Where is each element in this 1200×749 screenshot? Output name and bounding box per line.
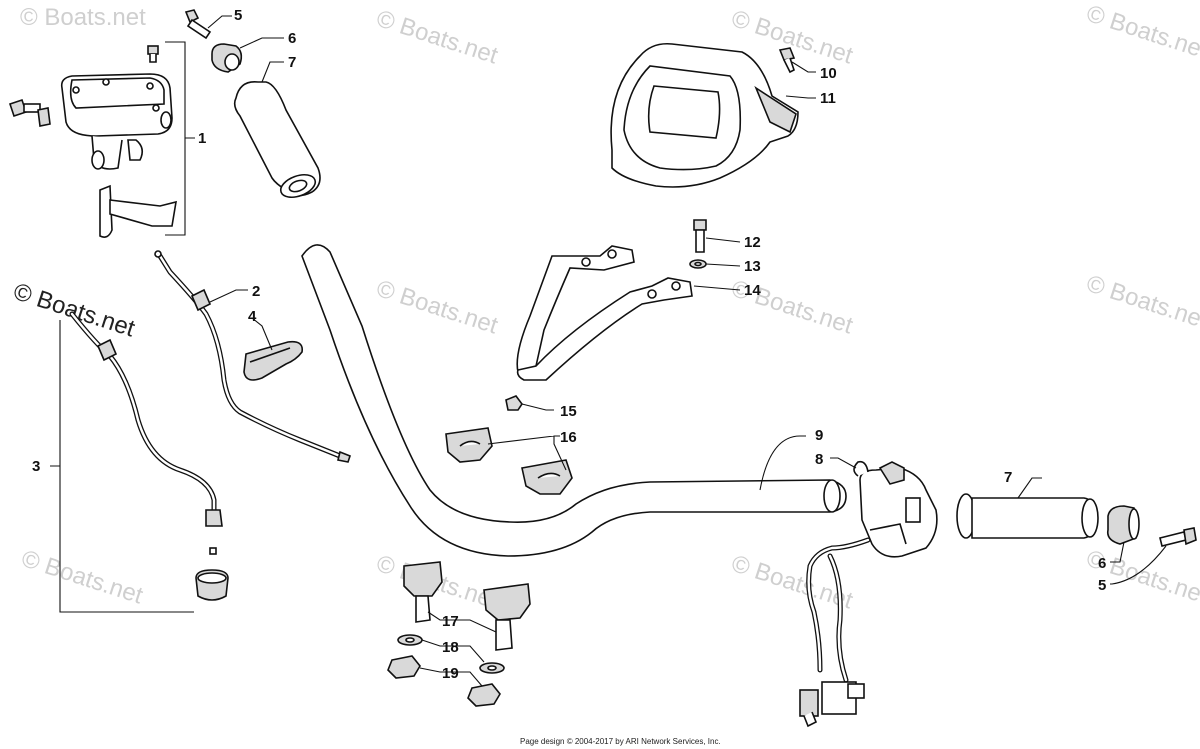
grip-screw-part [184, 9, 212, 40]
leader-4 [251, 317, 273, 351]
upper-clamp-part [445, 427, 573, 495]
callout-14: 14 [744, 282, 761, 299]
callout-15: 15 [560, 403, 577, 420]
leader-6a [239, 37, 284, 49]
callout-10: 10 [820, 65, 837, 82]
callout-2: 2 [252, 283, 260, 300]
cable-strap-part [243, 340, 304, 381]
callout-12: 12 [744, 234, 761, 251]
riser-part [403, 561, 531, 651]
bar-end-cap-right-part [1106, 505, 1140, 545]
leader-12 [705, 237, 741, 243]
callout-16: 16 [560, 429, 577, 446]
bracket-3 [50, 320, 194, 613]
watermark: © Boats.net [1083, 0, 1200, 65]
bumper-part [505, 395, 523, 411]
watermark: © Boats.net [373, 275, 501, 340]
callout-18: 18 [442, 639, 459, 656]
bar-end-cap-part [211, 43, 243, 73]
callout-1: 1 [198, 130, 206, 147]
leader-2 [209, 289, 248, 303]
callout-13: 13 [744, 258, 761, 275]
brace-washer-part [689, 259, 707, 269]
watermark: © Boats.net [18, 545, 146, 610]
handlebar-part [301, 244, 847, 557]
leader-11 [785, 95, 816, 99]
callout-11: 11 [820, 90, 836, 107]
callout-19: 19 [442, 665, 459, 682]
leader-13 [705, 263, 741, 267]
riser-washer-part [397, 634, 505, 674]
callout-3: 3 [32, 458, 40, 475]
leader-5b [1110, 545, 1167, 585]
callout-7b: 7 [1004, 469, 1012, 486]
brace-bolt-part [693, 219, 707, 253]
leader-7b [1017, 477, 1042, 499]
leader-16 [487, 435, 567, 471]
watermark: © Boats.net [1083, 270, 1200, 335]
handlebar-brace-part [516, 245, 693, 381]
leader-9 [759, 435, 806, 491]
leader-7a [261, 61, 284, 83]
page-footer: Page design © 2004-2017 by ARI Network S… [520, 737, 721, 746]
leader-14 [693, 285, 741, 291]
throttle-housing-part [8, 45, 177, 238]
leader-6b [1110, 541, 1125, 563]
bracket-1 [165, 41, 195, 236]
cover-screw-part [778, 47, 796, 74]
callout-4: 4 [248, 308, 257, 325]
leader-8 [830, 457, 857, 469]
grip-screw-right-part [1159, 527, 1197, 547]
switch-housing-part [853, 460, 938, 558]
leader-18 [421, 639, 485, 663]
leader-15 [521, 403, 554, 411]
leader-17 [427, 611, 497, 633]
watermark-dark: © Boats.net [10, 278, 138, 343]
callout-5b: 5 [1098, 577, 1106, 594]
callout-6b: 6 [1098, 555, 1106, 572]
callout-8: 8 [815, 451, 823, 468]
watermark: © Boats.net [373, 5, 501, 70]
callout-9: 9 [815, 427, 823, 444]
leader-5a [207, 15, 232, 29]
callout-5a: 5 [234, 7, 242, 24]
switch-wiring-part [799, 537, 871, 728]
watermark: © Boats.net [20, 4, 146, 31]
leader-10 [791, 61, 816, 73]
choke-cable-part [69, 311, 229, 601]
riser-nut-part [387, 655, 501, 707]
handlebar-grip-part [233, 81, 321, 199]
leader-19 [419, 667, 483, 687]
throttle-cable-part [154, 250, 351, 463]
handlebar-grip-right-part [956, 493, 1099, 539]
handlebar-cover-part [610, 42, 799, 188]
callout-17: 17 [442, 613, 459, 630]
callout-7a: 7 [288, 54, 296, 71]
callout-6a: 6 [288, 30, 296, 47]
